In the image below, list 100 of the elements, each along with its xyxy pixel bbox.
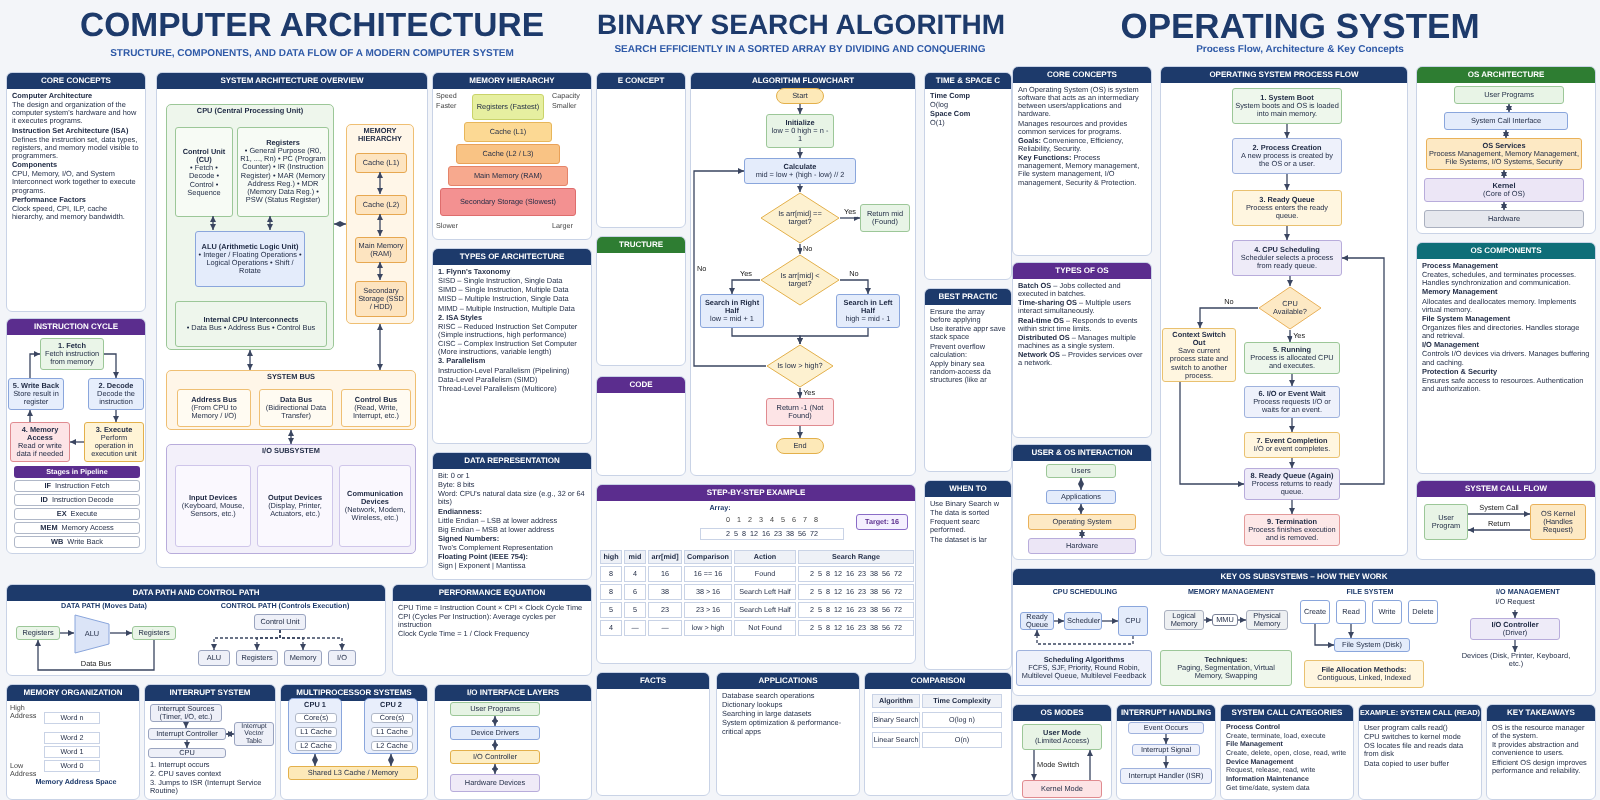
process-box (1244, 468, 1340, 500)
process-box (175, 465, 251, 547)
pyramid-band (1454, 86, 1564, 104)
process-box (148, 728, 226, 740)
process-box (88, 378, 144, 410)
arrow (1163, 755, 1169, 769)
arrow (1179, 381, 1245, 487)
group-box (166, 104, 334, 350)
pyramid-band (1444, 112, 1568, 130)
arrow (184, 739, 190, 749)
pyramid-band (464, 122, 552, 142)
arrow (797, 183, 803, 193)
process-box (1022, 724, 1102, 750)
arrow (1501, 169, 1507, 179)
process-box (744, 158, 856, 184)
process-box (1470, 618, 1560, 640)
group-box (288, 698, 342, 754)
pyramid-band (1426, 138, 1582, 170)
arrow (797, 147, 803, 159)
arrow (35, 639, 155, 671)
arrow (729, 279, 761, 295)
process-box (1118, 606, 1148, 636)
process-box (132, 626, 176, 640)
process-box (1022, 780, 1102, 798)
process-box (1028, 538, 1136, 554)
arrow (1467, 511, 1531, 517)
process-box (450, 750, 540, 764)
process-box (1232, 88, 1342, 124)
process-box (195, 231, 305, 287)
arrow (267, 215, 273, 231)
decision-diamond (1258, 286, 1322, 330)
arrow (1078, 477, 1084, 491)
arrow (1348, 623, 1354, 639)
process-box (1334, 638, 1410, 652)
arrow (1237, 617, 1247, 623)
process-box (84, 422, 144, 462)
arrow (839, 215, 861, 221)
arrow (797, 425, 803, 439)
process-box (450, 726, 540, 740)
process-box (234, 722, 274, 746)
arrow (1289, 417, 1295, 433)
decision-diamond (760, 254, 840, 306)
arrow (1512, 639, 1518, 653)
process-box (328, 650, 356, 666)
arrow (1101, 618, 1119, 624)
process-box (355, 153, 407, 173)
process-box (1424, 178, 1584, 202)
arrow (1034, 629, 1134, 645)
process-box (1424, 210, 1584, 228)
arrow (1203, 617, 1213, 623)
process-box (860, 204, 910, 232)
process-box (355, 195, 407, 215)
process-box (1530, 504, 1586, 540)
arrow (1506, 103, 1512, 113)
process-box (1232, 190, 1342, 226)
arrow (225, 731, 235, 737)
arrow (377, 213, 383, 237)
process-box (288, 766, 418, 780)
arrow (1501, 201, 1507, 211)
process-box (341, 389, 411, 427)
arrow (1079, 529, 1085, 539)
arrow (288, 429, 294, 445)
arrow (1284, 123, 1290, 139)
process-box (1016, 650, 1152, 686)
process-box (16, 626, 60, 640)
arrow (279, 629, 345, 651)
process-box (1064, 612, 1102, 630)
process-box (1408, 600, 1438, 624)
process-box (1028, 514, 1136, 530)
arrow (1053, 618, 1065, 624)
arrow (377, 261, 383, 281)
pyramid-band (448, 166, 568, 186)
arrow (1287, 329, 1293, 343)
arrow (103, 353, 119, 379)
arrow (1284, 225, 1290, 241)
process-box (450, 774, 540, 792)
arrow (492, 739, 498, 751)
arrow (1339, 255, 1385, 485)
process-box (450, 702, 540, 716)
arrow (1467, 527, 1531, 533)
process-box (1232, 138, 1342, 174)
arrow (27, 409, 33, 423)
arrow (1314, 623, 1335, 648)
process-box (1244, 514, 1340, 546)
arrow (377, 323, 383, 371)
terminal-box (776, 438, 824, 454)
arrow (1287, 275, 1293, 287)
process-box (1244, 386, 1340, 418)
decision-diamond (766, 344, 834, 388)
process-box (14, 494, 140, 506)
arrow (1163, 733, 1169, 745)
process-box (1128, 722, 1204, 734)
poster-title: COMPUTER ARCHITECTURE (80, 8, 544, 48)
arrow (1078, 503, 1084, 515)
arrow (1289, 373, 1295, 387)
process-box (1046, 490, 1116, 504)
arrow (1031, 749, 1037, 781)
arrow (1087, 749, 1093, 781)
process-box (1336, 600, 1366, 624)
group-box (166, 444, 416, 554)
